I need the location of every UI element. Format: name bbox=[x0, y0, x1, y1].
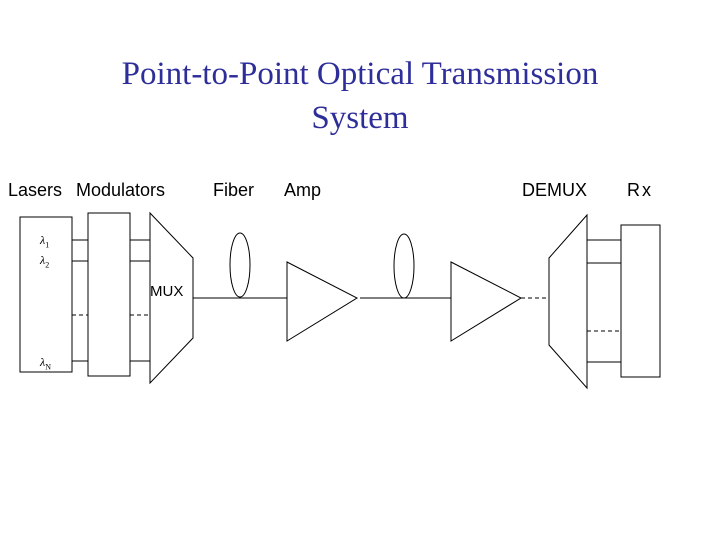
lambda-n-label: λN bbox=[40, 355, 51, 372]
lasers-box bbox=[19, 216, 73, 373]
modulators-box bbox=[87, 212, 131, 377]
lambda-2-label: λ2 bbox=[40, 253, 50, 270]
amp-label: Amp bbox=[284, 180, 322, 200]
rx-label: Rx bbox=[627, 180, 653, 200]
modulators-label: Modulators bbox=[76, 180, 166, 200]
amplifier-1 bbox=[286, 261, 359, 342]
fiber-coil-2 bbox=[393, 233, 415, 299]
mux-trapezoid bbox=[149, 211, 194, 385]
title-line-1: Point-to-Point Optical Transmission bbox=[121, 56, 599, 92]
fiber-coil-1 bbox=[229, 232, 251, 298]
rx-box bbox=[620, 224, 661, 378]
lasers-label: Lasers bbox=[8, 180, 63, 200]
demux-trapezoid bbox=[548, 213, 588, 390]
amplifier-2 bbox=[450, 261, 523, 342]
lambda-1-label: λ1 bbox=[40, 233, 50, 250]
mux-label: MUX bbox=[150, 283, 184, 300]
fiber-label: Fiber bbox=[213, 180, 255, 200]
title-line-2: System bbox=[311, 100, 409, 136]
demux-label: DEMUX bbox=[522, 180, 588, 200]
slide-title: Point-to-Point Optical Transmission Syst… bbox=[0, 52, 720, 140]
